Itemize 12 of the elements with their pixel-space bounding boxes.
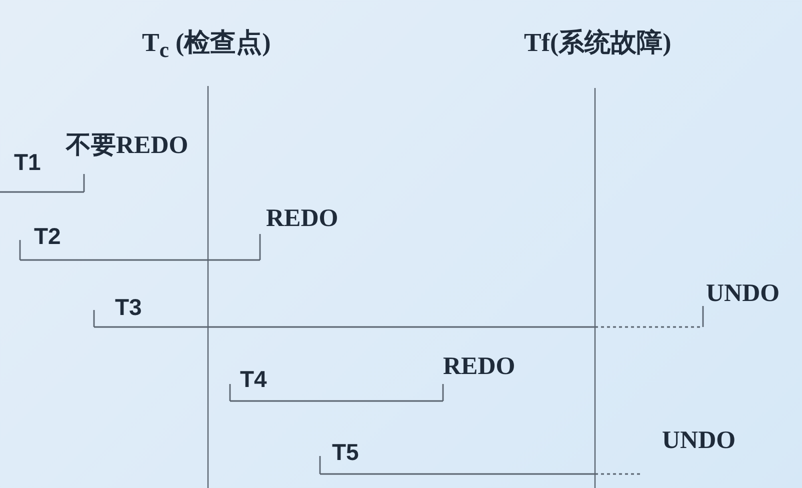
transaction-label: T3 [115,296,142,319]
column-heading: Tf(系统故障) [524,30,672,56]
action-label: REDO [266,206,338,231]
transaction-label: T1 [14,151,41,174]
action-label: UNDO [662,428,736,453]
action-label: REDO [443,354,516,379]
action-label: 不要REDO [66,133,188,158]
transaction-label: T2 [34,225,61,248]
action-label: UNDO [706,281,780,306]
column-heading: T$_{c}$ (检查点) [142,30,271,62]
transaction-label: T5 [332,441,359,464]
transaction-label: T4 [240,368,267,391]
